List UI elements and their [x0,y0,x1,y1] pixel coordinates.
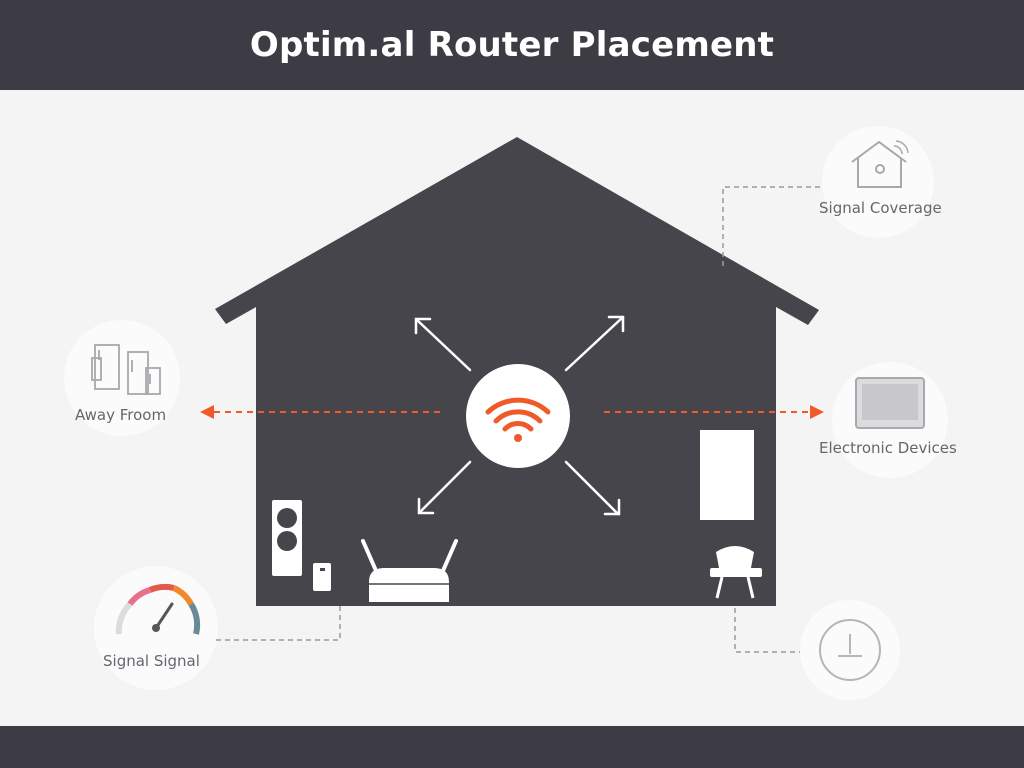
arrow-up-right [564,316,624,372]
page-title: Optim.al Router Placement [249,25,775,65]
signal-signal-label: Signal Signal [103,652,200,670]
away-from-label: Away Froom [75,406,167,424]
arrow-down-left [418,460,472,514]
footer-bar [0,726,1024,768]
signal-coverage-backdrop [822,126,934,238]
router-icon [361,539,458,602]
connector-outlet [734,608,800,653]
electronic-devices-label: Electronic Devices [819,439,957,457]
wifi-badge [466,364,570,468]
arrowhead-up-left [414,317,432,335]
arrow-up-left [415,318,472,372]
house-wifi-icon [851,140,909,188]
dashed-connectors [216,186,823,653]
wifi-icon [485,397,551,442]
monitor-icon [855,377,925,429]
arrow-down-right [564,460,620,516]
speaker-icon [272,500,302,576]
wall-panel-icon [700,430,754,520]
away-from-backdrop [64,320,180,436]
chair-icon [710,546,762,599]
signal-coverage-label: Signal Coverage [819,199,942,217]
title-bar: Optim.al Router Placement [0,0,1024,90]
arrow-left-head [200,405,214,419]
radial-arrows [414,315,625,516]
small-device-icon [313,563,331,591]
power-outlet-icon [819,619,881,681]
arrowhead-down-left [417,497,435,515]
appliances-icon [91,344,161,395]
arrowhead-down-right [603,498,621,516]
connector-coverage [722,186,823,266]
connector-gauge [216,604,341,641]
arrow-right-head [810,405,824,419]
speedometer-gauge-icon [115,583,201,635]
arrowhead-up-right [607,315,625,333]
